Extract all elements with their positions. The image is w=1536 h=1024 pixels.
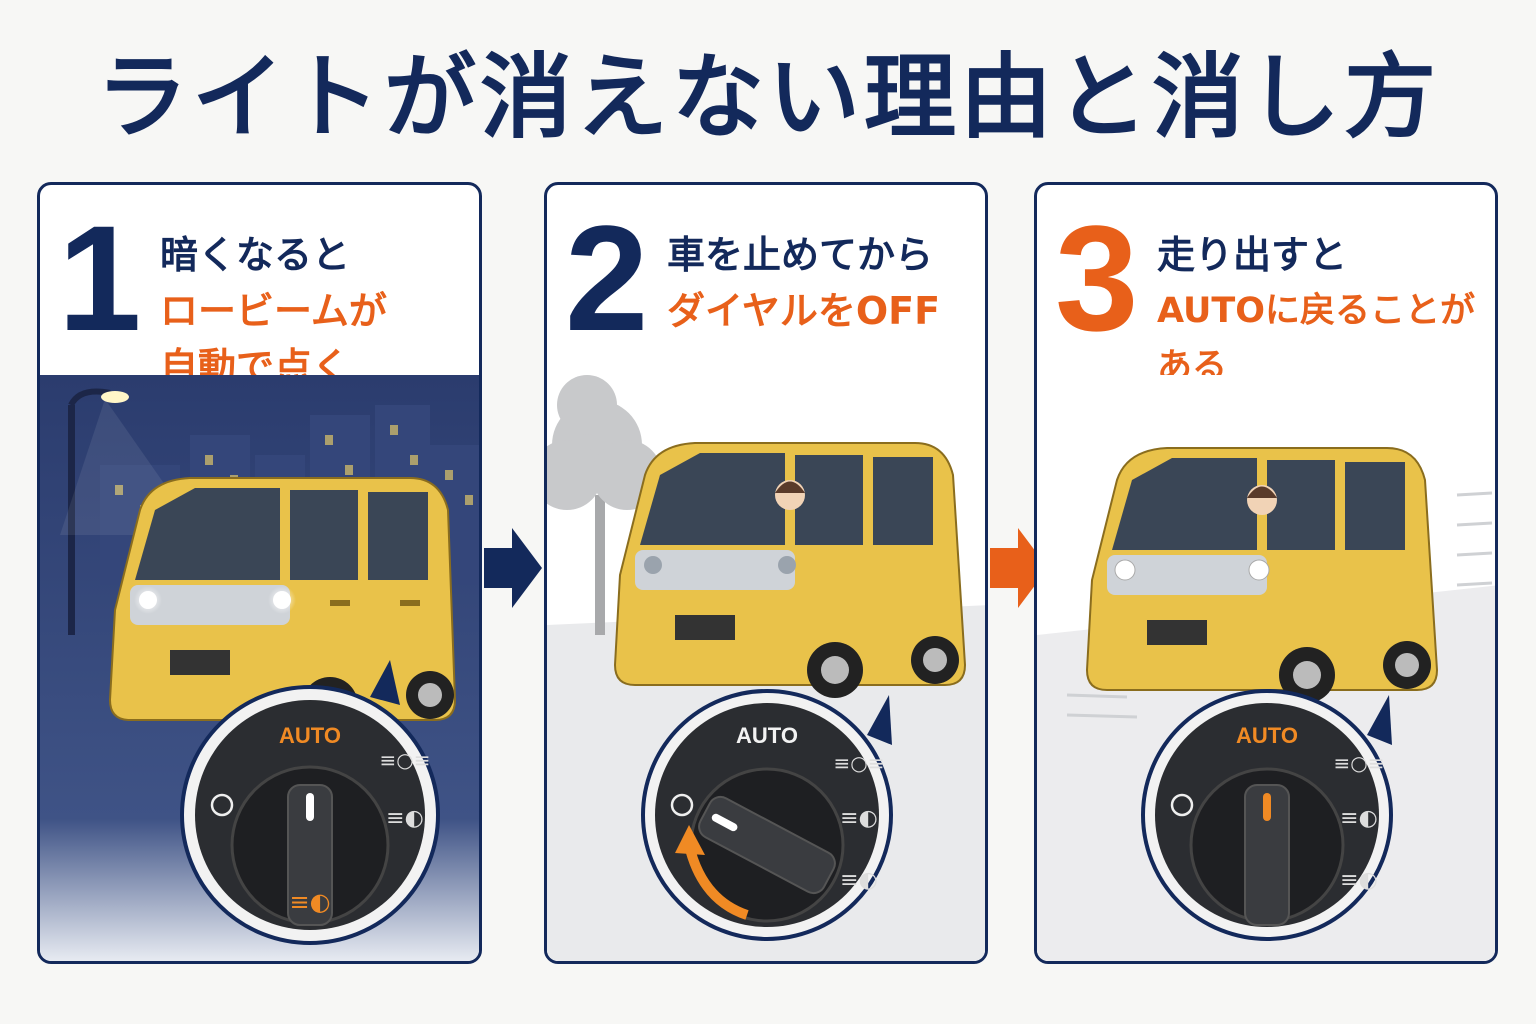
parking-light-icon: ≡○≡ [834, 751, 885, 775]
step-text: 車を止めてから ダイヤルをOFF [667, 227, 940, 339]
step-line: ダイヤルをOFF [667, 289, 941, 333]
step-number: 2 [565, 194, 649, 362]
yellow-car [108, 477, 457, 733]
headlight-icon: ≡◐ [386, 806, 424, 831]
step-text: 暗くなると ロービームが 自動で点く [160, 227, 387, 395]
light-dial-icon: AUTO ≡○≡ ≡◐ ≡◐ [641, 689, 893, 941]
step-text: 走り出すと AUTOに戻ることがある [1157, 227, 1495, 395]
step-line: 走り出すと [1157, 233, 1348, 277]
light-dial-icon: AUTO ≡○≡ ≡◐ ≡◐ [180, 660, 440, 945]
lowbeam-icon: ≡◐ [289, 888, 330, 916]
step-panel-1: 1 暗くなると ロービームが 自動で点く [37, 182, 482, 964]
step-line: 暗くなると [160, 233, 351, 277]
headlight-icon: ≡◐ [1340, 806, 1378, 831]
step-line: ロービームが [160, 289, 387, 333]
light-dial-icon: AUTO ≡○≡ ≡◐ ≡◐ [1141, 689, 1393, 941]
page-title: ライトが消えない理由と消し方 [95, 44, 1440, 151]
arrow-icon [990, 528, 1048, 612]
step-panel-3: 3 走り出すと AUTOに戻ることがある [1034, 182, 1498, 964]
driving-scene: AUTO ≡○≡ ≡◐ ≡◐ [1037, 375, 1495, 961]
parked-scene: AUTO ≡○≡ ≡◐ ≡◐ [547, 375, 985, 961]
step-number: 3 [1055, 194, 1139, 362]
parking-light-icon: ≡○≡ [380, 748, 431, 772]
night-scene: AUTO ≡○≡ ≡◐ ≡◐ [40, 375, 479, 961]
headlight-icon: ≡◐ [840, 806, 878, 831]
knob-label: AUTO [1236, 723, 1298, 748]
arrow-icon [484, 528, 542, 612]
knob-label: AUTO [736, 723, 798, 748]
lowbeam-icon: ≡◐ [840, 868, 878, 893]
rotate-arrow-icon [675, 825, 705, 855]
yellow-car [613, 442, 967, 698]
step-line: 車を止めてから [667, 233, 934, 277]
yellow-car [1085, 447, 1439, 703]
lowbeam-icon: ≡◐ [1340, 868, 1378, 893]
parking-light-icon: ≡○≡ [1334, 751, 1385, 775]
step-panel-2: 2 車を止めてから ダイヤルをOFF [544, 182, 988, 964]
step-number: 1 [58, 194, 142, 362]
knob-label: AUTO [279, 723, 341, 748]
